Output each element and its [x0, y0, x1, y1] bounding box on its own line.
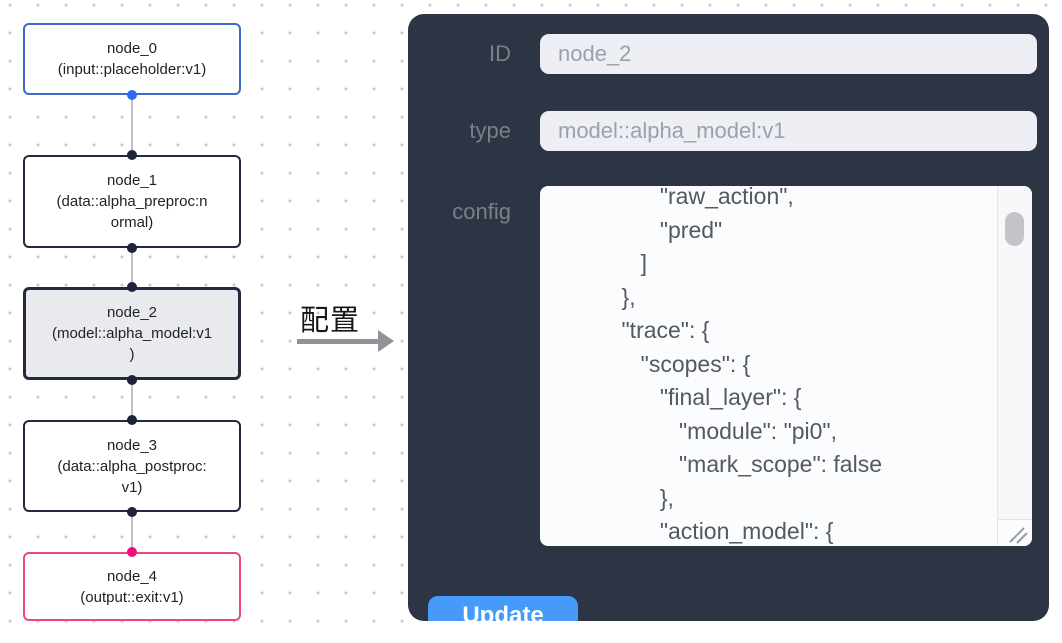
id-field-label: ID — [489, 41, 511, 66]
handle-node1-target[interactable] — [127, 150, 137, 160]
node-title: node_0 — [106, 40, 158, 57]
node-type-line: ormal) — [110, 214, 154, 231]
edge-node2-node3 — [131, 380, 133, 420]
config-json-text: "raw_action", "pred" ] }, "trace": { "sc… — [621, 186, 883, 544]
scrollbar-thumb[interactable] — [1005, 212, 1024, 246]
node-type-line: (output::exit:v1) — [80, 588, 184, 606]
handle-node4-target[interactable] — [127, 547, 137, 557]
handle-node2-source[interactable] — [127, 375, 137, 385]
node-type-line: (model::alpha_model:v1 — [51, 325, 213, 342]
edge-node3-node4 — [131, 512, 133, 552]
update-button[interactable]: Update — [428, 596, 578, 621]
node-title: node_4 — [106, 567, 158, 585]
node-type-line: (data::alpha_preproc:n — [56, 193, 208, 210]
handle-node1-source[interactable] — [127, 243, 137, 253]
node-type-line: v1) — [121, 478, 143, 496]
type-input[interactable] — [540, 111, 1037, 151]
handle-node3-target[interactable] — [127, 415, 137, 425]
scrollbar-track[interactable] — [997, 186, 1032, 546]
node-type-line: (input::placeholder:v1) — [57, 61, 207, 78]
flow-node-node_2-selected[interactable]: node_2 (model::alpha_model:v1 ) — [23, 287, 241, 380]
node-type-line: (data::alpha_postproc: — [57, 457, 207, 475]
config-field-label: config — [452, 199, 511, 224]
resize-grip-icon[interactable] — [997, 519, 1032, 546]
top-dot-grid — [420, 0, 1062, 14]
handle-node0-source[interactable] — [127, 90, 137, 100]
node-type-line: ) — [129, 346, 135, 363]
node-title: node_3 — [106, 436, 158, 454]
config-textarea[interactable]: "raw_action", "pred" ] }, "trace": { "sc… — [540, 186, 1032, 546]
handle-node3-source[interactable] — [127, 507, 137, 517]
flow-node-node_1[interactable]: node_1 (data::alpha_preproc:n ormal) — [23, 155, 241, 248]
configure-arrow-label: 配置 — [300, 305, 361, 337]
node-title: node_2 — [106, 304, 158, 321]
flow-node-node_3[interactable]: node_3 (data::alpha_postproc: v1) — [23, 420, 241, 512]
flow-node-node_0[interactable]: node_0 (input::placeholder:v1) — [23, 23, 241, 95]
type-field-label: type — [469, 118, 511, 143]
edge-node0-node1 — [131, 95, 133, 155]
id-input[interactable] — [540, 34, 1037, 74]
node-title: node_1 — [106, 172, 158, 189]
configure-arrow-line — [297, 339, 379, 344]
configure-arrow-head-icon — [378, 330, 394, 352]
flow-node-node_4[interactable]: node_4 (output::exit:v1) — [23, 552, 241, 621]
handle-node2-target[interactable] — [127, 282, 137, 292]
node-config-panel: ID type config "raw_action", "pred" ] },… — [408, 14, 1049, 621]
